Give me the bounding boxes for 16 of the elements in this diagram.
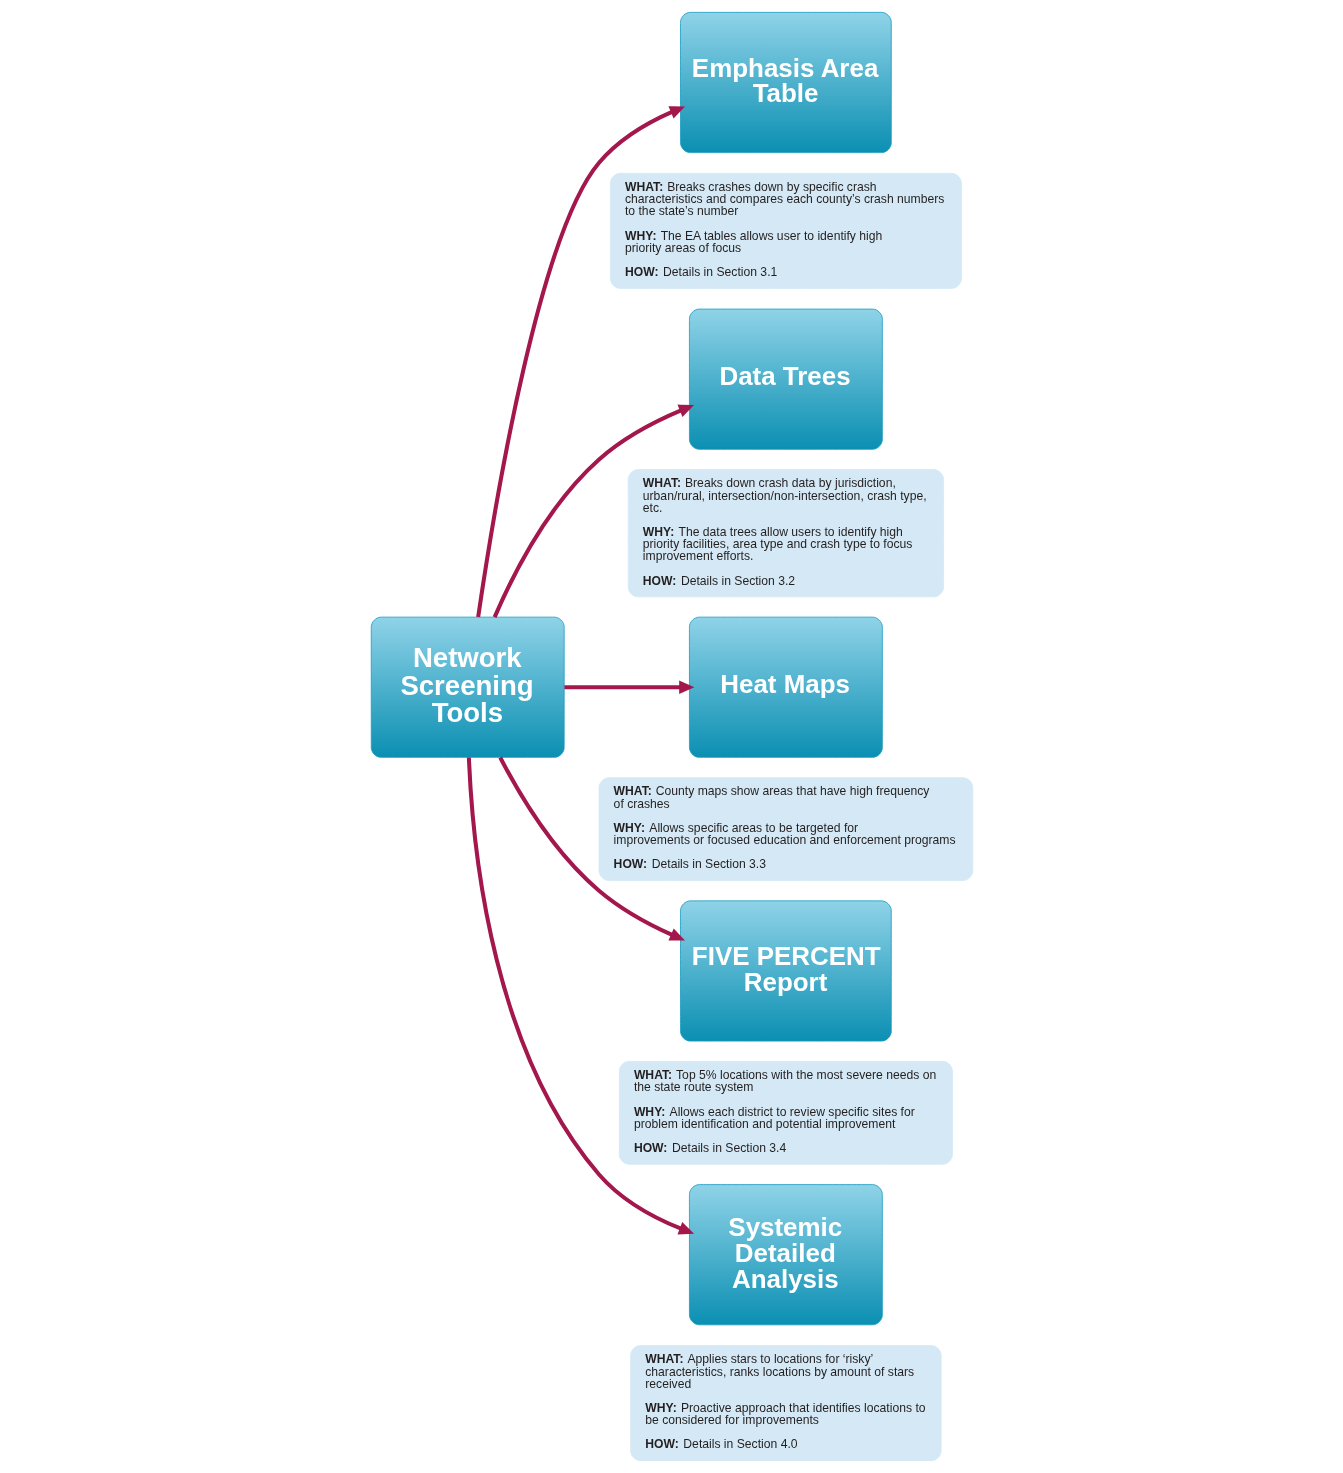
- arrow: [475, 106, 685, 618]
- node-box: Data Trees: [688, 308, 883, 450]
- node-box: WHAT: Top 5% locations with the most severe needs on the state route system WHY: Allows each district to review specific sites for problem identification and potential improvement HOW: Details in Section 3.4: [618, 1060, 953, 1165]
- node-box: WHAT: Breaks crashes down by specific crash characteristics and compares each county’s crash numbers to the state’s number WHY: The EA tables allows user to identify high priority areas of focus HOW: Details in Section 3.1: [609, 172, 962, 289]
- node-box: Network Screening Tools: [370, 616, 565, 758]
- arrow: [466, 757, 694, 1235]
- node-box: Systemic Detailed Analysis: [688, 1184, 883, 1326]
- arrow: [563, 680, 694, 694]
- arrow: [492, 404, 694, 618]
- node-box: Heat Maps: [688, 616, 883, 758]
- arrow: [497, 756, 685, 941]
- node-box: WHAT: Applies stars to locations for ‘risky’ characteristics, ranks locations by amount of stars received WHY: Proactive approach that identifies locations to be considered for improvements HOW: Details in Section 4.0: [629, 1345, 942, 1462]
- node-box: Emphasis Area Table: [679, 11, 892, 154]
- node-box: WHAT: County maps show areas that have high frequency of crashes WHY: Allows specific areas to be targeted for improvements or focused education and enforcement programs HOW: Details in Section 3.3: [598, 777, 973, 881]
- node-box: WHAT: Breaks down crash data by jurisdiction, urban/rural, intersection/non-intersection, crash type, etc. WHY: The data trees allow users to identify high priority facilities, area type and crash type to focus improvement efforts. HOW: Details in Section 3.2: [627, 469, 944, 598]
- node-box: FIVE PERCENT Report: [679, 900, 892, 1042]
